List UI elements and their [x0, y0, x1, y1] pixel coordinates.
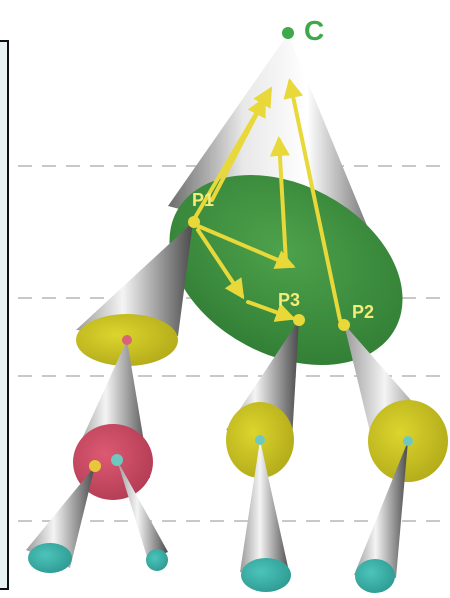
teal-disc-bottom-left	[28, 543, 72, 573]
left-yellow-node-dot	[122, 335, 132, 345]
middle-yellow-node-dot	[255, 435, 265, 445]
right-yellow-node-dot	[403, 436, 413, 446]
pink-node-dot-yellow	[89, 460, 101, 472]
p2-label: P2	[352, 302, 374, 322]
root-label: C	[304, 15, 324, 46]
p1-label: P1	[192, 190, 214, 210]
root-node-dot	[282, 27, 294, 39]
teal-disc-small	[146, 549, 168, 571]
p3-node-dot	[293, 314, 305, 326]
p2-node-dot	[338, 319, 350, 331]
pink-node-dot-teal	[111, 454, 123, 466]
p3-label: P3	[278, 290, 300, 310]
teal-disc-bottom-middle	[241, 558, 291, 592]
teal-disc-bottom-right	[355, 559, 395, 593]
p1-node-dot	[188, 216, 200, 228]
